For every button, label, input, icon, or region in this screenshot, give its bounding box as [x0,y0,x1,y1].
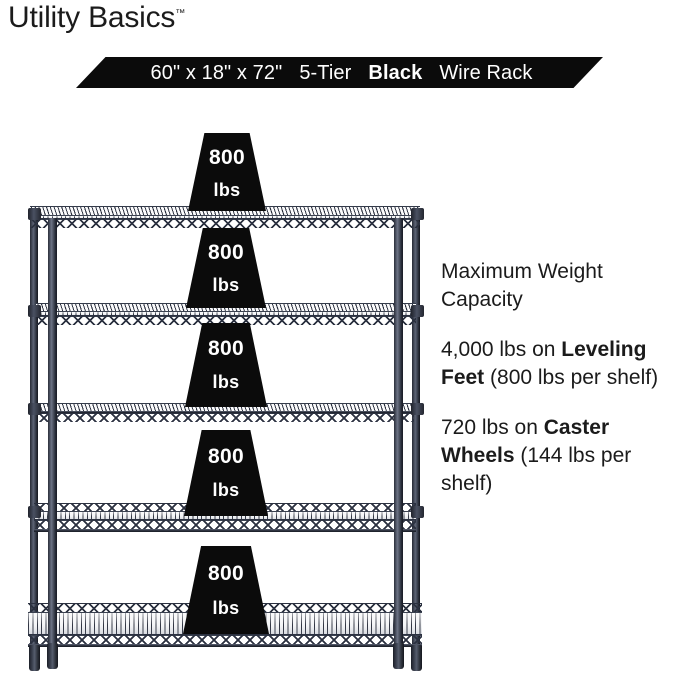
rack-post-rear-right [412,210,420,665]
banner-text: 60" x 18" x 72" 5-Tier Black Wire Rack [151,63,533,83]
brand-logo: Utility Basics™ [8,1,185,35]
capacity-heading-line2: Capacity [441,287,523,311]
rack-post-front-right [394,218,403,650]
shelf-top-bracket-right [411,208,424,220]
copy-spacer-1 [441,314,679,336]
shelf-3-rail [38,411,414,413]
shelf-3-bracket-left [28,403,41,415]
brand-name: Utility Basics [8,1,176,34]
shelf-3-bracket-right [411,403,424,415]
caster-emphasis: Caster Wheels [441,415,610,467]
load-badge-value-3: 800 [208,337,244,360]
leveling-detail: (800 lbs per shelf) [484,365,659,389]
shelf-4-bracket-left [28,305,41,317]
shelf-4-bracket-right [411,305,424,317]
caster-total: 720 lbs on [441,415,544,439]
load-badge-value-4: 800 [208,445,244,468]
load-badge-value-2: 800 [208,241,244,264]
shelf-bottom-rail [28,644,422,647]
load-badge-unit-4: lbs [212,480,240,500]
shelf-2-bracket-left [28,506,41,518]
capacity-heading-line1: Maximum Weight [441,260,603,283]
shelf-3-truss [38,413,414,422]
leveling-foot-rear-right [411,645,422,671]
shelf-4-truss [36,315,416,325]
load-badge-shelf-4: 800 lbs [186,228,266,308]
leveling-foot-front-left [47,643,58,669]
leveling-feet-capacity: 4,000 lbs on Leveling Feet (800 lbs per … [441,336,679,392]
load-badge-value-5: 800 [208,562,244,585]
product-title-banner: 60" x 18" x 72" 5-Tier Black Wire Rack [76,57,603,88]
load-badge-unit-2: lbs [212,275,240,295]
load-badge-shelf-3: 800 lbs [185,323,267,407]
caster-detail: (144 lbs per shelf) [441,443,632,495]
wire-rack-illustration: 800 lbs 800 lbs 800 lbs 800 lbs 800 lbs [0,118,440,675]
shelf-top-bracket-left [28,208,41,220]
caster-wheels-capacity: 720 lbs on Caster Wheels (144 lbs per sh… [441,414,679,498]
leveling-foot-front-right [393,643,404,669]
trademark-icon: ™ [175,8,186,19]
load-badge-unit-1: lbs [213,180,241,200]
rack-post-rear-left [30,210,38,665]
load-badge-shelf-bottom: 800 lbs [183,546,269,634]
banner-space-3 [428,62,434,84]
leveling-foot-rear-left [29,645,40,671]
load-badge-shelf-2: 800 lbs [184,430,268,516]
load-badge-shelf-top: 800 lbs [188,133,266,211]
capacity-copy: Maximum Weight Capacity 4,000 lbs on Lev… [441,258,679,497]
shelf-2-bracket-right [411,506,424,518]
load-badge-unit-5: lbs [212,598,240,618]
banner-tiers: 5-Tier [299,61,352,84]
shelf-top-truss [30,218,420,228]
banner-space-2 [357,62,363,84]
rack-post-front-left [48,218,57,650]
banner-color-word: Black [368,61,423,84]
leveling-total: 4,000 lbs on [441,337,562,361]
leveling-emphasis: Leveling Feet [441,337,647,389]
load-badge-value-1: 800 [209,146,245,169]
banner-product: Wire Rack [439,61,533,84]
copy-spacer-2 [441,392,679,414]
load-badge-unit-3: lbs [212,372,240,392]
banner-dimensions: 60" x 18" x 72" [150,61,283,84]
banner-space [288,62,294,84]
shelf-2-rail [34,529,416,532]
